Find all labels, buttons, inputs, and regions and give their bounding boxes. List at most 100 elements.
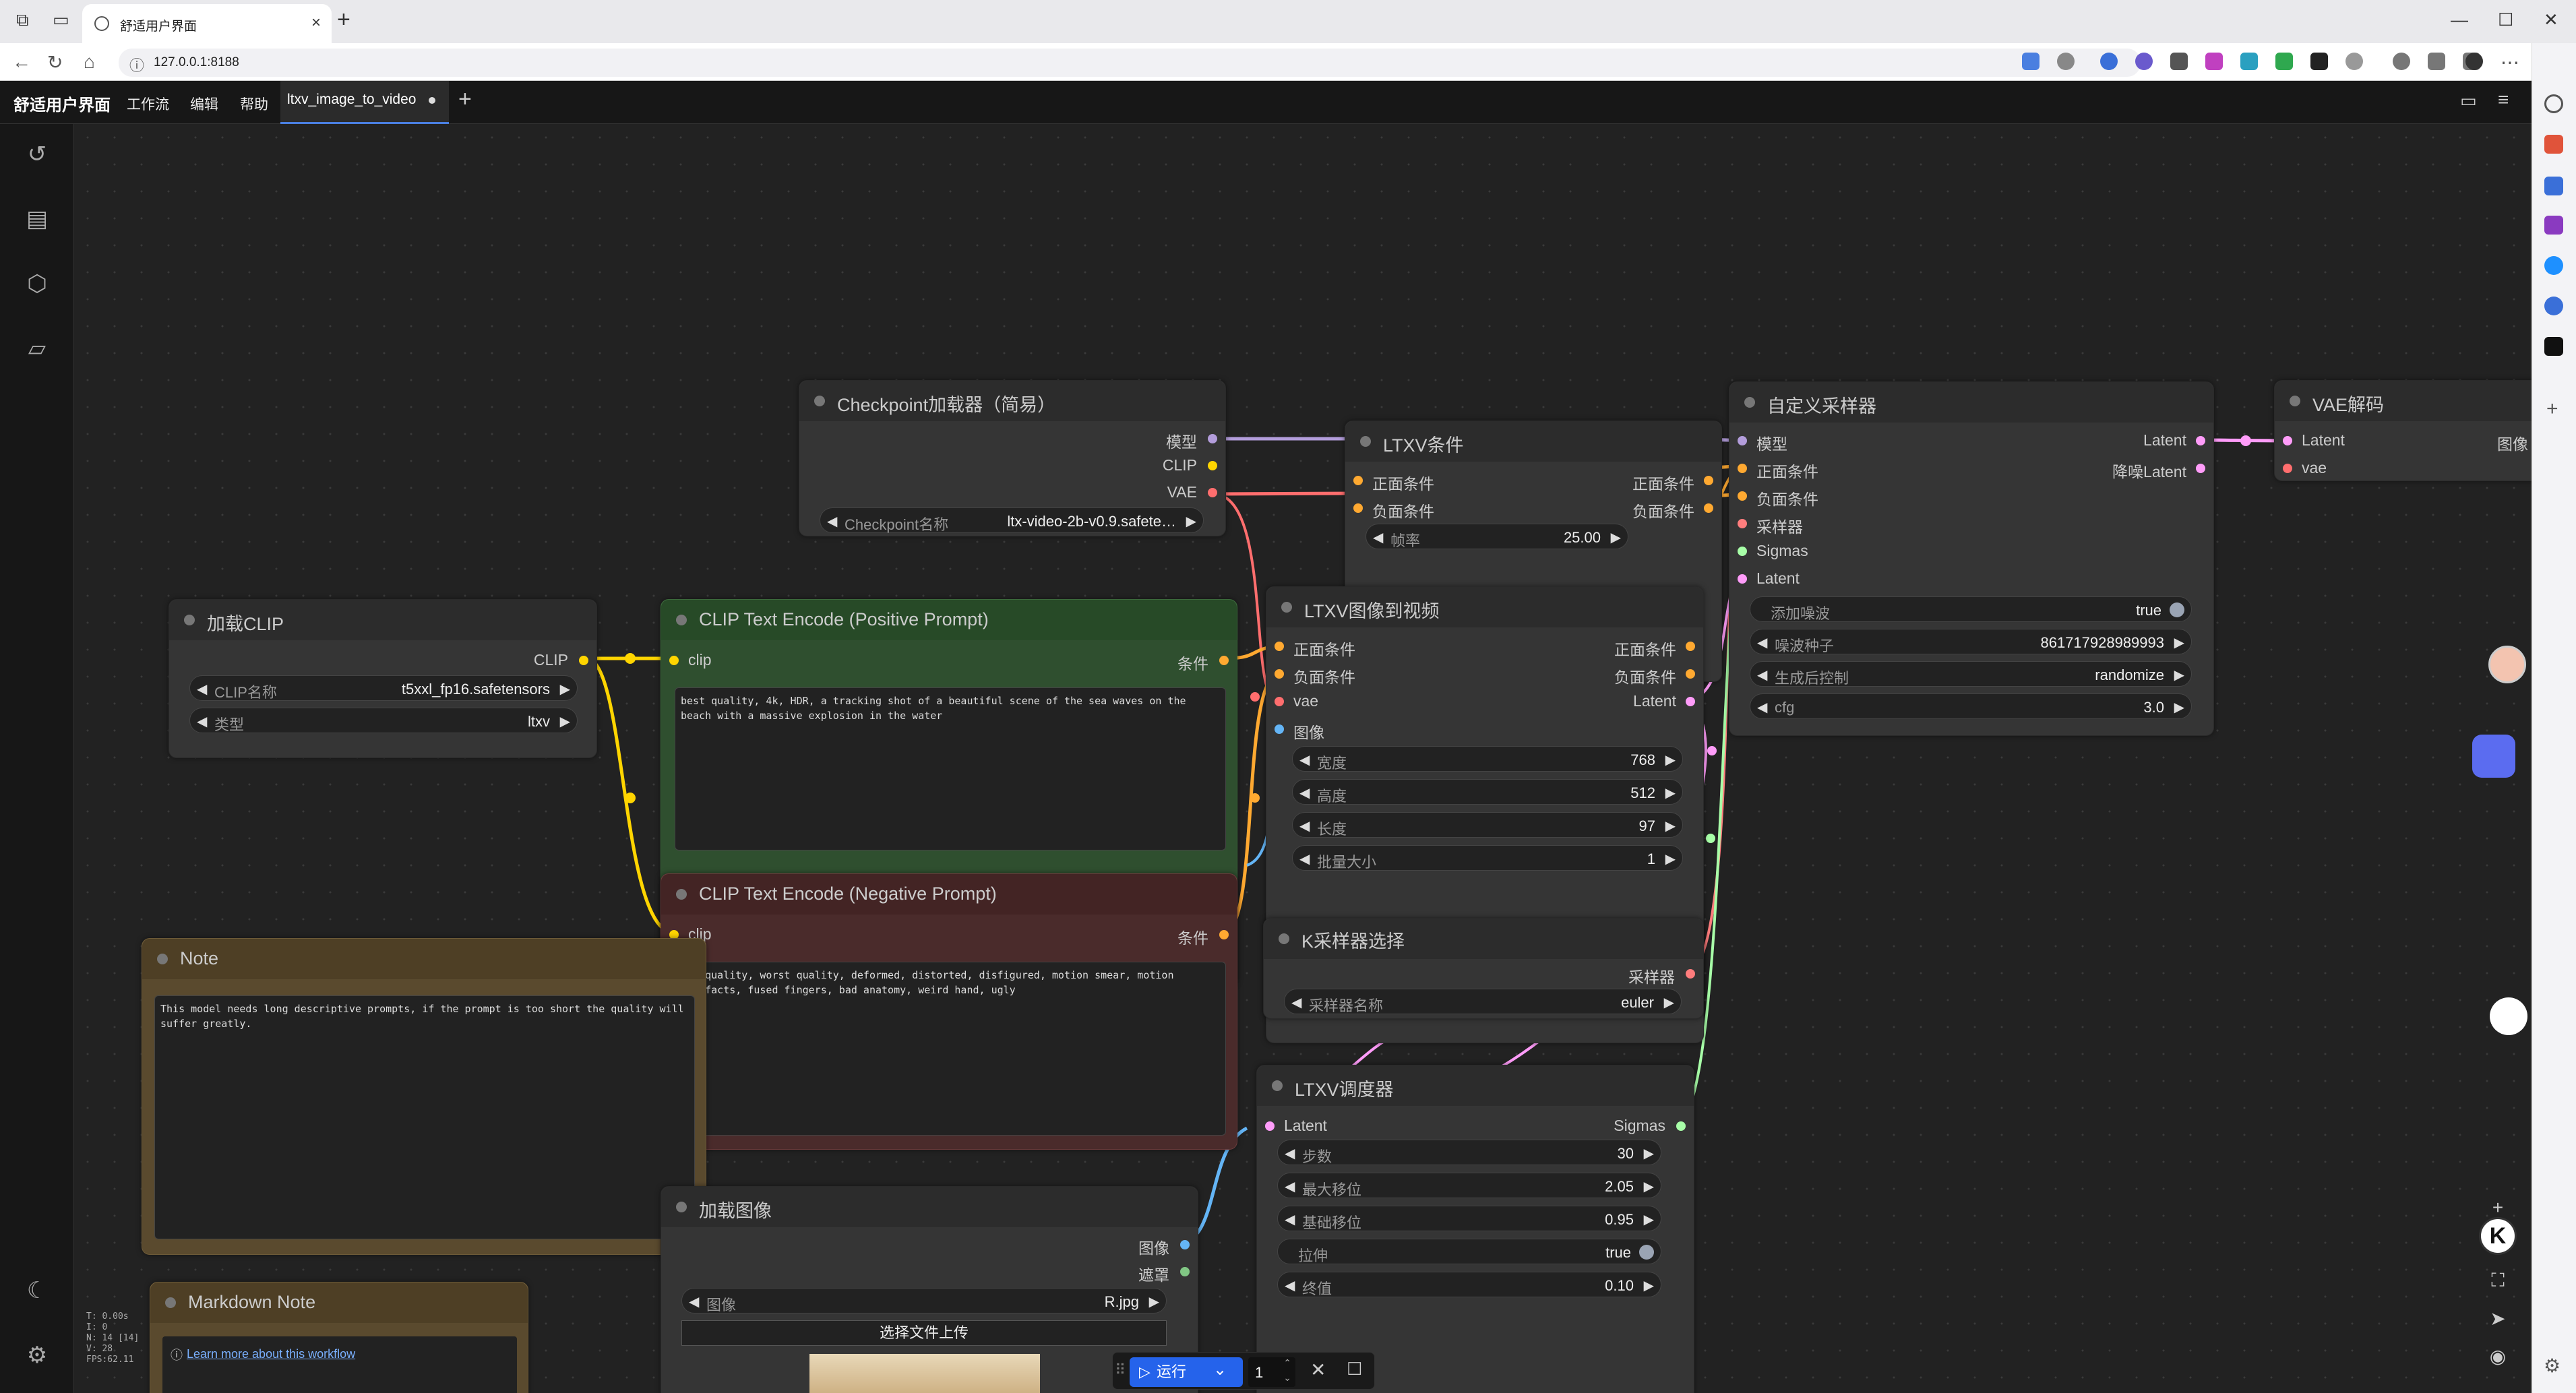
increment-icon[interactable]: ▶ (1148, 1295, 1159, 1309)
tab-actions-icon[interactable]: ▭ (53, 9, 69, 30)
increment-icon[interactable]: ▶ (1665, 819, 1676, 834)
collapse-dot-icon[interactable] (676, 889, 687, 900)
menu-help[interactable]: 帮助 (240, 97, 268, 113)
translate-icon[interactable] (2022, 53, 2040, 70)
input-positive-socket[interactable] (1738, 464, 1747, 473)
workflow-tab[interactable]: ltxv_image_to_video (280, 81, 449, 124)
extension-icon[interactable] (2205, 53, 2223, 70)
select-mode-icon[interactable]: ➤ (2490, 1308, 2506, 1329)
output-latent-socket[interactable] (1686, 697, 1695, 706)
node-header[interactable] (1729, 382, 2213, 423)
input-sampler-socket[interactable] (1738, 519, 1747, 528)
node-checkpoint-loader[interactable]: Checkpoint加载器（简易） 模型 CLIP VAE ◀ Checkpoi… (799, 380, 1226, 536)
widget-clip-name[interactable]: ◀ CLIP名称 t5xxl_fp16.safetensors ▶ (189, 675, 578, 701)
output-negative-socket[interactable] (1704, 503, 1713, 513)
home-icon[interactable]: ⌂ (84, 51, 95, 72)
extension-icon[interactable] (2135, 53, 2153, 70)
qr-icon[interactable] (2170, 53, 2188, 70)
output-clip-socket[interactable] (1208, 461, 1217, 470)
stepper-down-icon[interactable]: ⌄ (1283, 1372, 1291, 1383)
new-workflow-button[interactable]: + (458, 86, 472, 112)
widget-max-shift[interactable]: ◀ 最大移位 2.05 ▶ (1277, 1173, 1661, 1198)
address-bar[interactable]: ⓘ 127.0.0.1:8188 (119, 49, 2141, 77)
fit-view-icon[interactable]: ⛶ (2491, 1270, 2505, 1291)
widget-clip-type[interactable]: ◀ 类型 ltxv ▶ (189, 708, 578, 733)
widget-length[interactable]: ◀ 长度 97 ▶ (1292, 812, 1683, 838)
clear-queue-icon[interactable]: ☐ (1347, 1359, 1363, 1379)
collapse-dot-icon[interactable] (184, 615, 195, 625)
toggle-knob[interactable] (1639, 1245, 1654, 1260)
learn-more-link[interactable]: Learn more about this workflow (187, 1347, 356, 1361)
decrement-icon[interactable]: ◀ (1757, 668, 1768, 683)
output-model-socket[interactable] (1208, 434, 1217, 443)
chat-icon[interactable] (2345, 53, 2363, 70)
search-icon[interactable] (2544, 94, 2563, 113)
history-icon[interactable]: ↺ (27, 142, 47, 167)
close-window-icon[interactable]: ✕ (2544, 9, 2558, 30)
node-load-clip[interactable]: 加载CLIP CLIP ◀ CLIP名称 t5xxl_fp16.safetens… (168, 599, 597, 758)
run-button[interactable]: ▷ 运行 (1130, 1357, 1243, 1387)
collapse-dot-icon[interactable] (1360, 436, 1371, 447)
output-conditioning-socket[interactable] (1219, 930, 1229, 939)
node-header[interactable] (142, 939, 706, 979)
settings-gear-icon[interactable]: ⚙ (26, 1342, 48, 1368)
cancel-icon[interactable]: ✕ (1310, 1359, 1326, 1380)
node-header[interactable] (661, 600, 1237, 640)
input-vae-socket[interactable] (1275, 697, 1284, 706)
node-note[interactable]: Note This model needs long descriptive p… (142, 938, 706, 1255)
node-header[interactable] (1264, 919, 1703, 959)
info-icon[interactable]: ⓘ (129, 57, 145, 74)
workspaces-icon[interactable]: ⧉ (16, 9, 29, 30)
decrement-icon[interactable]: ◀ (1299, 753, 1310, 768)
widget-batch-size[interactable]: ◀ 批量大小 1 ▶ (1292, 845, 1683, 871)
upload-button[interactable]: 选择文件上传 (681, 1320, 1167, 1346)
input-model-socket[interactable] (1738, 436, 1747, 445)
node-header[interactable] (799, 381, 1225, 421)
node-header[interactable] (169, 600, 596, 640)
toggle-knob[interactable] (2170, 602, 2184, 617)
increment-icon[interactable]: ▶ (1643, 1212, 1654, 1227)
node-header[interactable] (1266, 587, 1703, 627)
node-load-image[interactable]: 加载图像 图像 遮罩 ◀ 图像 R.jpg ▶ 选择文件上传 (661, 1186, 1198, 1393)
input-negative-socket[interactable] (1353, 503, 1363, 513)
increment-icon[interactable]: ▶ (559, 682, 570, 697)
widget-terminal[interactable]: ◀ 终值 0.10 ▶ (1277, 1272, 1661, 1297)
office-icon[interactable] (2544, 216, 2563, 235)
node-header[interactable] (1257, 1065, 1694, 1106)
prompt-textarea[interactable]: best quality, 4k, HDR, a tracking shot o… (675, 687, 1226, 850)
back-icon[interactable]: ← (12, 51, 31, 72)
output-vae-socket[interactable] (1208, 488, 1217, 497)
collapse-dot-icon[interactable] (1281, 602, 1292, 613)
increment-icon[interactable]: ▶ (1665, 753, 1676, 768)
assistant-float-icon[interactable] (2490, 997, 2527, 1035)
output-sigmas-socket[interactable] (1676, 1121, 1686, 1131)
avatar[interactable] (2488, 646, 2526, 683)
decrement-icon[interactable]: ◀ (1285, 1179, 1295, 1194)
increment-icon[interactable]: ▶ (1643, 1278, 1654, 1293)
note-textarea[interactable]: This model needs long descriptive prompt… (154, 995, 695, 1239)
refresh-icon[interactable]: ↻ (47, 52, 63, 73)
favorites-icon[interactable] (2428, 53, 2445, 70)
input-clip-socket[interactable] (669, 930, 679, 939)
maximize-icon[interactable]: ☐ (2498, 9, 2514, 30)
node-header[interactable] (1345, 421, 1721, 462)
widget-add-noise[interactable]: 添加噪波 true (1750, 596, 2192, 622)
widget-steps[interactable]: ◀ 步数 30 ▶ (1277, 1140, 1661, 1165)
input-latent-socket[interactable] (2283, 436, 2292, 445)
collapse-dot-icon[interactable] (2290, 396, 2300, 406)
output-positive-socket[interactable] (1704, 476, 1713, 485)
collapse-dot-icon[interactable] (157, 954, 168, 964)
increment-icon[interactable]: ▶ (2174, 700, 2184, 715)
node-markdown-note[interactable]: Markdown Note ⓘ Learn more about this wo… (150, 1282, 528, 1393)
profile-avatar[interactable] (2465, 53, 2483, 70)
input-negative-socket[interactable] (1275, 669, 1284, 679)
graph-canvas[interactable]: Checkpoint加载器（简易） 模型 CLIP VAE ◀ Checkpoi… (74, 124, 2532, 1393)
increment-icon[interactable]: ▶ (1665, 786, 1676, 801)
run-options-chevron-icon[interactable]: ⌄ (1213, 1361, 1227, 1379)
decrement-icon[interactable]: ◀ (1757, 700, 1768, 715)
node-ksampler-select[interactable]: K采样器选择 采样器 ◀ 采样器名称 euler ▶ (1263, 918, 1704, 1019)
k-extension-icon[interactable]: K (2479, 1217, 2517, 1255)
widget-sampler-name[interactable]: ◀ 采样器名称 euler ▶ (1284, 989, 1682, 1014)
input-vae-socket[interactable] (2283, 464, 2292, 473)
add-sidebar-app-icon[interactable]: + (2546, 398, 2558, 420)
